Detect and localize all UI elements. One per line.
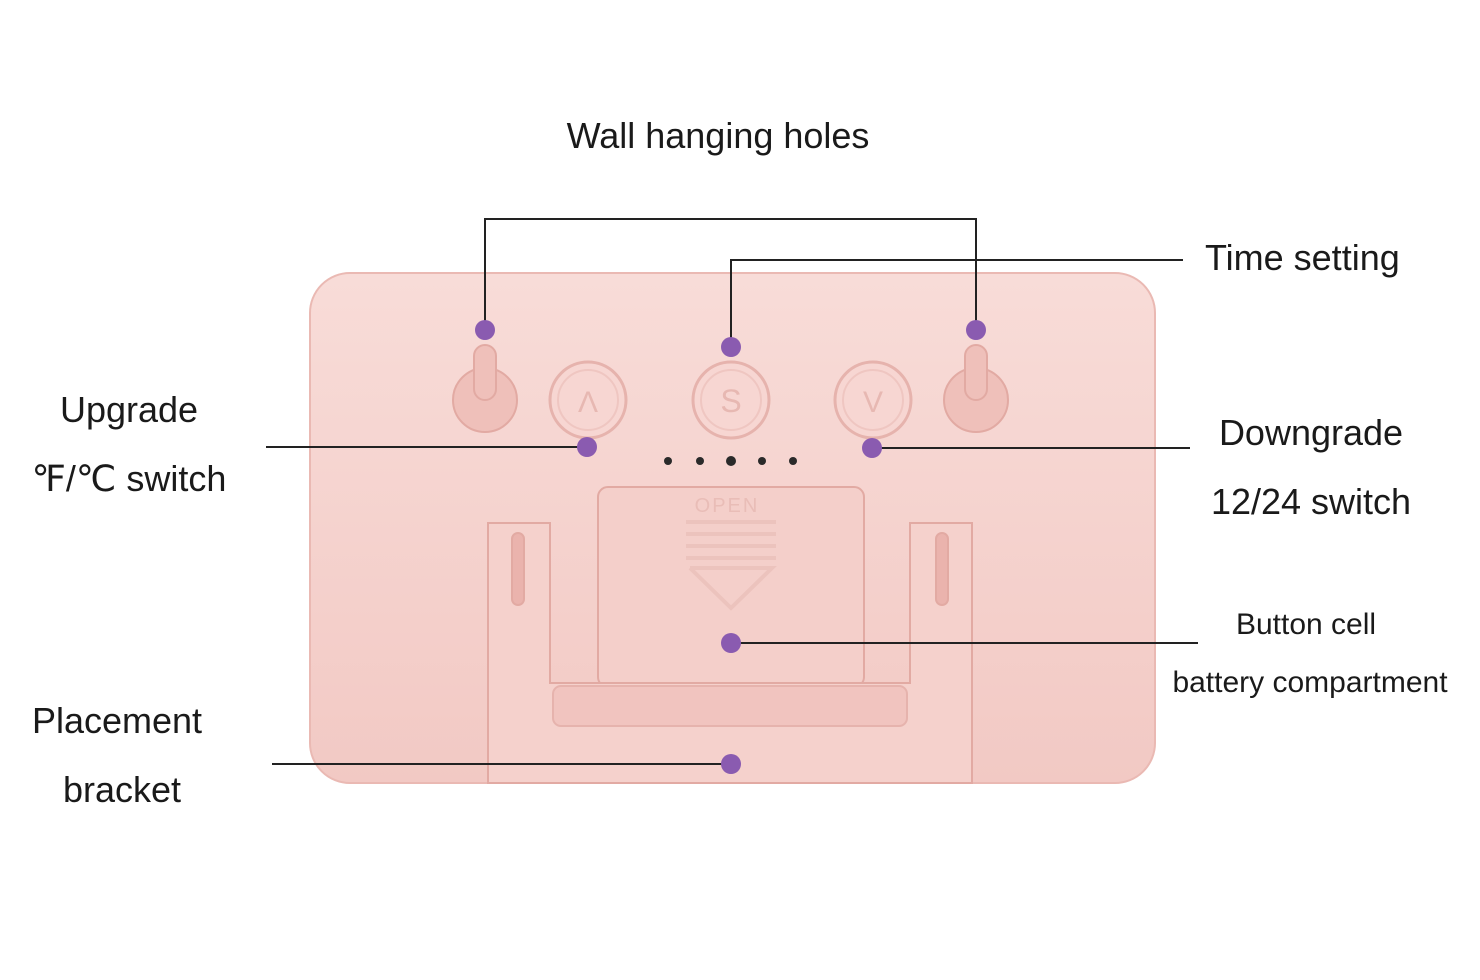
- leader-lines: [266, 218, 1198, 765]
- label-wall-holes: Wall hanging holes: [566, 115, 870, 156]
- label-time-setting: Time setting: [1205, 237, 1400, 278]
- up-button[interactable]: Λ: [548, 360, 628, 440]
- marker-downgrade: [862, 438, 882, 458]
- up-button-glyph: Λ: [578, 386, 598, 419]
- marker-dots: [475, 320, 986, 774]
- label-battery-2: battery compartment: [1172, 666, 1448, 699]
- marker-bracket: [721, 754, 741, 774]
- marker-wall-left: [475, 320, 495, 340]
- speaker-dots: [664, 456, 797, 466]
- label-bracket: bracket: [62, 769, 182, 810]
- leader-time-setting: [730, 259, 1183, 347]
- down-button-glyph: V: [863, 386, 883, 419]
- label-upgrade: Upgrade: [59, 389, 199, 430]
- battery-cover[interactable]: OPEN: [597, 486, 865, 688]
- wall-hole-right: [943, 344, 1009, 433]
- marker-battery: [721, 633, 741, 653]
- label-temp-switch: ℉/℃ switch: [31, 458, 227, 499]
- label-battery-1: Button cell: [1235, 608, 1377, 641]
- label-hour-switch: 12/24 switch: [1210, 481, 1412, 522]
- placement-bracket[interactable]: [487, 522, 973, 784]
- label-placement: Placement: [31, 700, 203, 741]
- label-downgrade: Downgrade: [1218, 412, 1404, 453]
- down-button[interactable]: V: [833, 360, 913, 440]
- marker-upgrade: [577, 437, 597, 457]
- leader-wall-holes: [484, 218, 977, 330]
- marker-time-setting: [721, 337, 741, 357]
- battery-cover-text: OPEN: [695, 495, 760, 517]
- wall-hole-left: [452, 344, 518, 433]
- marker-wall-right: [966, 320, 986, 340]
- open-arrow-icon: [686, 520, 777, 611]
- set-button-glyph: S: [720, 383, 741, 419]
- set-button[interactable]: S: [691, 360, 771, 440]
